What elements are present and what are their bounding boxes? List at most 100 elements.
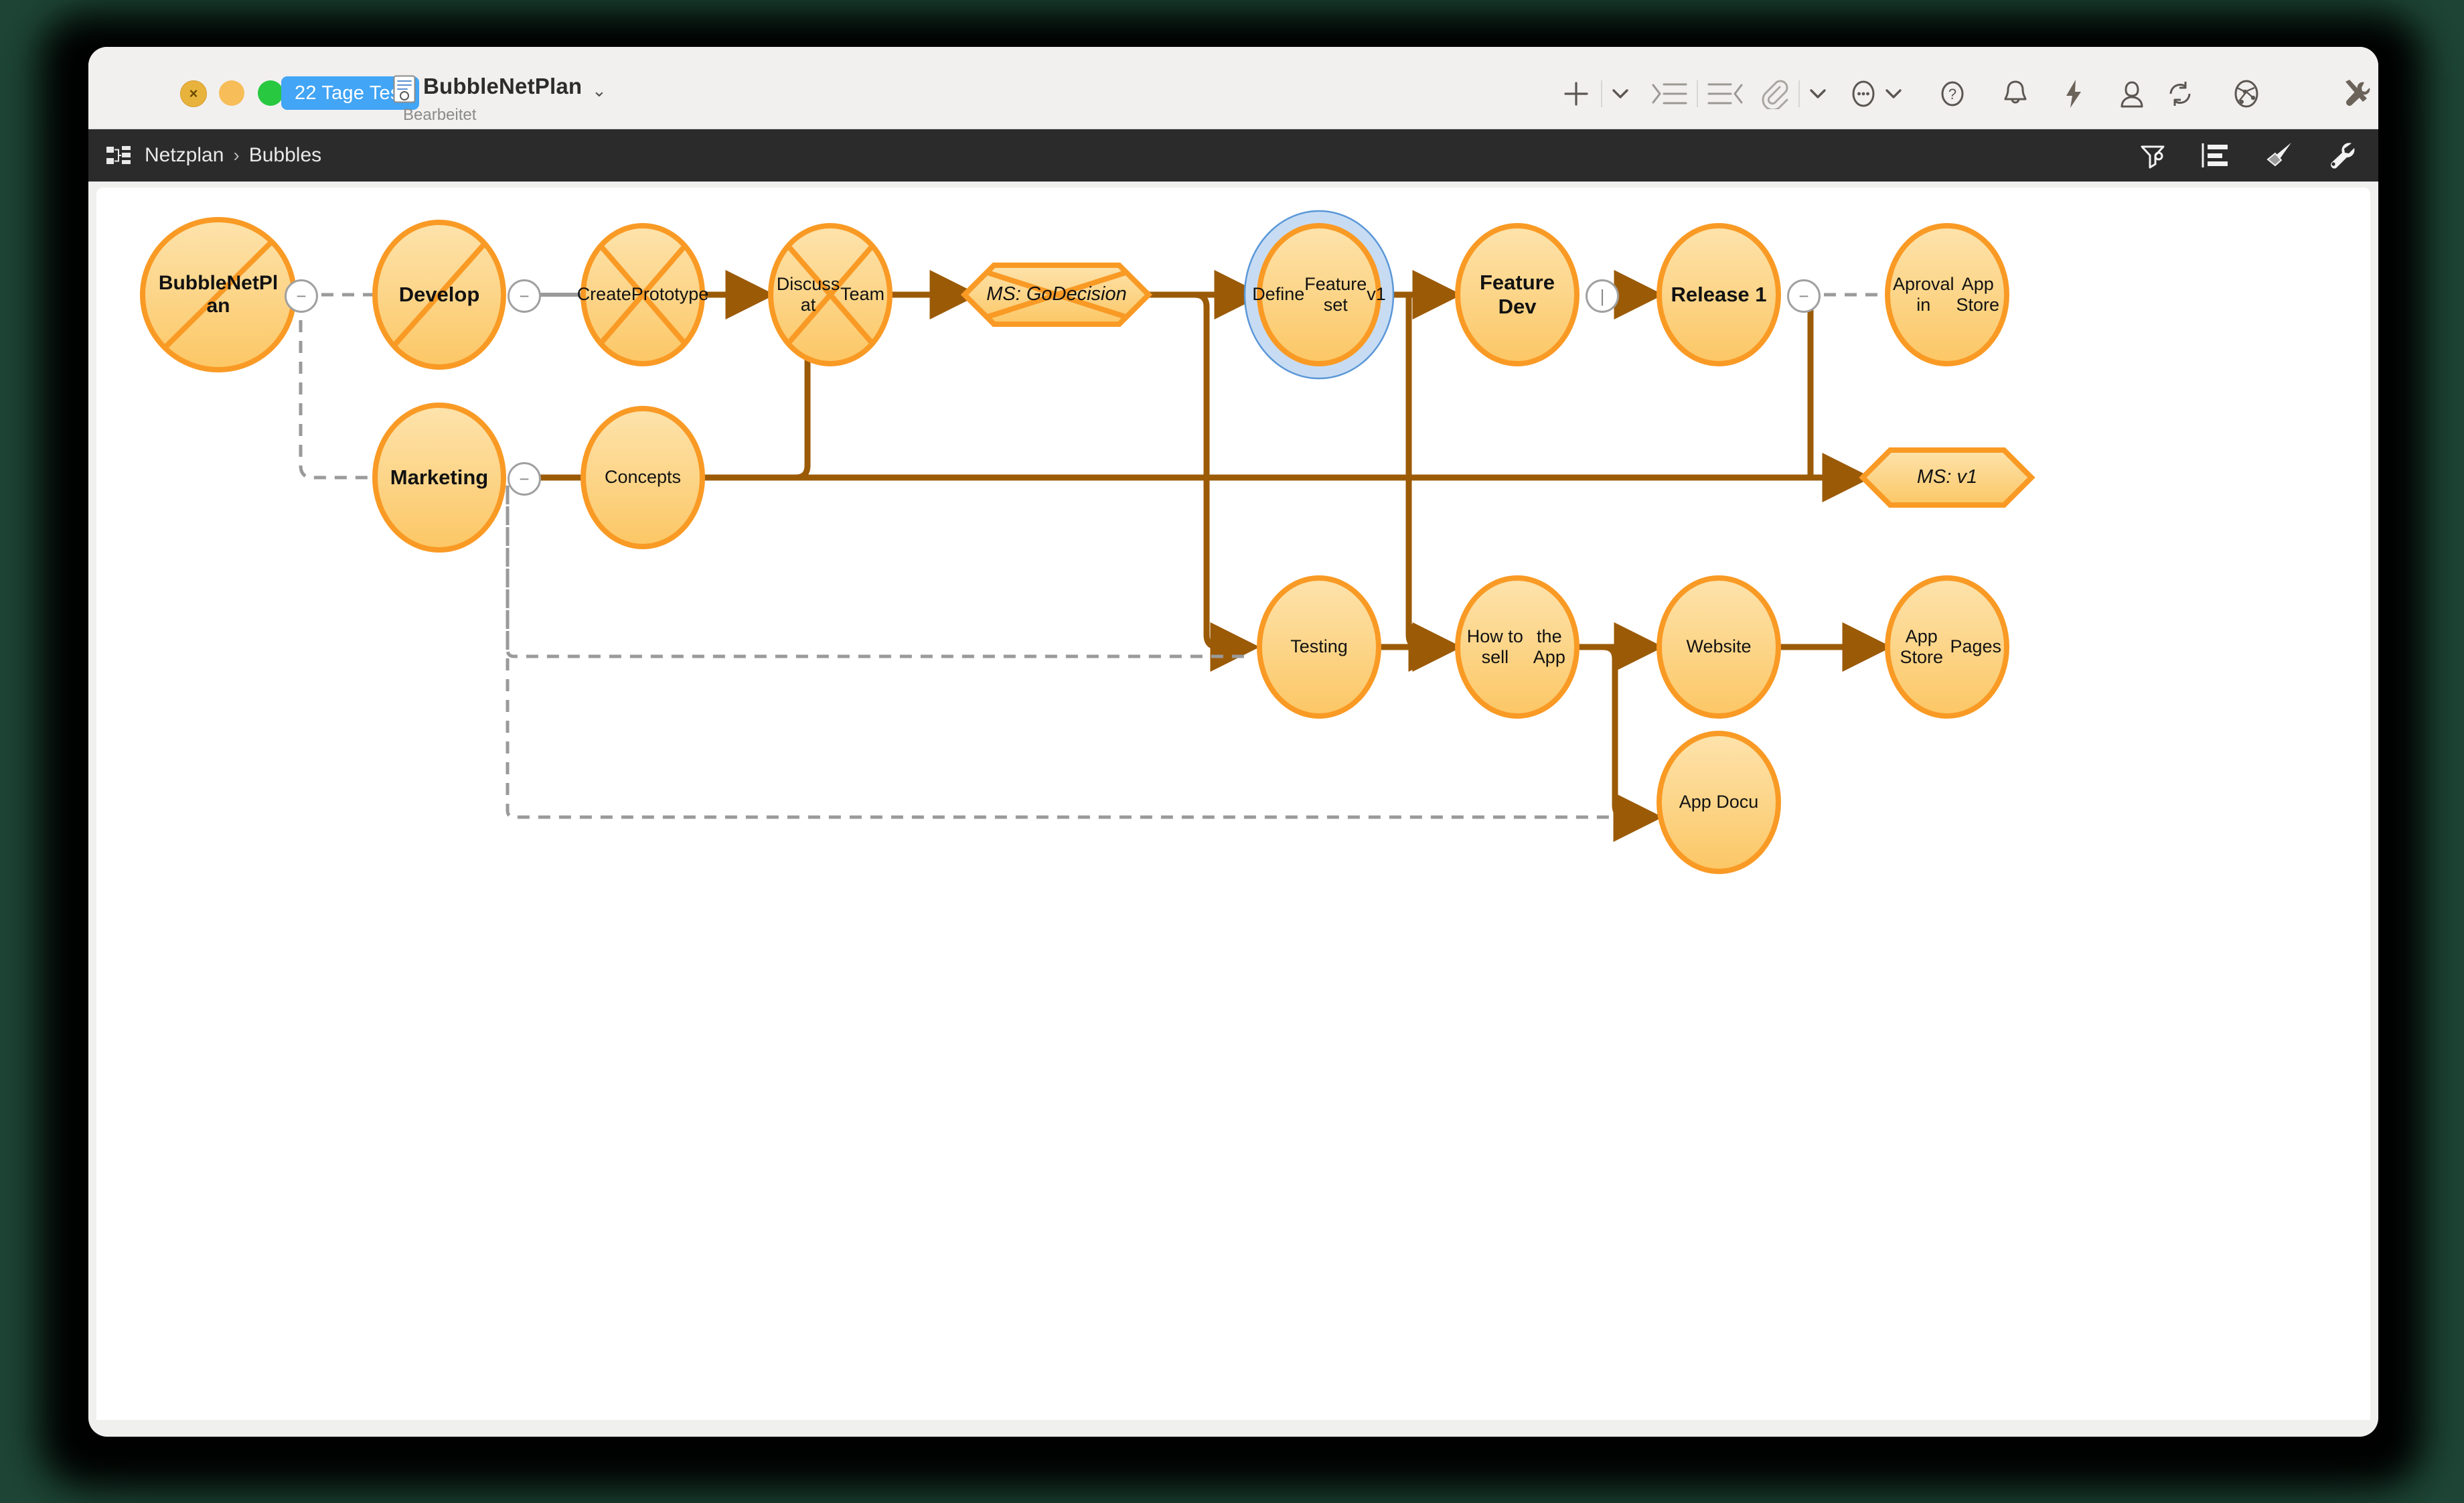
node-shape xyxy=(1885,223,2009,366)
user-icon[interactable] xyxy=(2117,78,2147,110)
indent-decrease-icon[interactable] xyxy=(1705,78,1746,109)
network-globe-icon[interactable] xyxy=(2231,77,2262,111)
window-zoom-button[interactable] xyxy=(258,80,283,106)
toolbar-group-sync xyxy=(2164,76,2262,111)
help-icon[interactable]: ? xyxy=(1936,78,1969,110)
badge-release-1-out[interactable]: − xyxy=(1787,279,1821,313)
diagram-node-label-wrap-app-docu: App Docu xyxy=(1659,733,1778,871)
badge-marketing-out[interactable]: − xyxy=(508,462,541,496)
flash-icon[interactable] xyxy=(2062,78,2085,110)
window-minimize-button[interactable] xyxy=(219,80,244,106)
close-icon: × xyxy=(189,85,198,102)
node-label: Marketing xyxy=(390,466,489,490)
toolbar-group-status: ? xyxy=(1936,76,2147,111)
toolbar-group-indent xyxy=(1648,76,1746,111)
toolbar-divider-1 xyxy=(1601,80,1602,107)
toolbar-group-more xyxy=(1846,76,1906,111)
node-shape xyxy=(1859,447,2035,508)
toolbar-group-attachment xyxy=(1756,76,1829,111)
diagram-node-concepts[interactable] xyxy=(581,406,705,549)
completed-cross-mark xyxy=(771,226,890,364)
node-label: Develop xyxy=(398,283,480,307)
document-status-label: Bearbeitet xyxy=(403,106,477,124)
diagram-node-label-wrap-testing: Testing xyxy=(1259,578,1379,716)
badge-bubblenetplan-out[interactable]: − xyxy=(285,279,318,313)
document-title-chevron-icon[interactable]: ⌄ xyxy=(592,80,607,100)
filter-funnel-icon[interactable] xyxy=(2137,140,2168,171)
attachment-icon[interactable] xyxy=(1756,78,1792,109)
toolbar-group-create xyxy=(1558,76,1632,111)
node-shape xyxy=(1257,223,1381,366)
node-label: Concepts xyxy=(604,467,682,488)
diagram-node-release-1[interactable] xyxy=(1657,223,1781,366)
node-shape xyxy=(1657,223,1781,366)
diagram-node-label-wrap-website: Website xyxy=(1659,578,1778,716)
window-titlebar: × 22 Tage Test BubbleNetPlan ⌄ Bearbeite… xyxy=(88,47,2378,129)
paint-brush-icon[interactable] xyxy=(2262,141,2294,170)
diagram-node-website[interactable] xyxy=(1657,575,1781,719)
add-icon[interactable] xyxy=(1558,78,1594,109)
diagram-node-marketing[interactable] xyxy=(372,403,506,553)
breadcrumb-root[interactable]: Netzplan xyxy=(145,144,224,166)
diagram-node-testing[interactable] xyxy=(1257,575,1381,719)
badge-develop-out[interactable]: − xyxy=(508,279,541,313)
node-shape xyxy=(1455,575,1580,719)
group-slash-mark xyxy=(143,220,294,370)
node-label: Release 1 xyxy=(1671,283,1767,307)
diagram-node-ms-go-decision[interactable] xyxy=(960,263,1153,327)
diagram-node-discuss-at-team[interactable] xyxy=(768,223,893,366)
connector-layer xyxy=(140,210,2035,874)
outline-list-icon[interactable] xyxy=(2199,141,2231,170)
diagram-node-label-wrap-marketing: Marketing xyxy=(375,405,504,550)
diagram-node-label-wrap-concepts: Concepts xyxy=(583,409,702,547)
wrench-settings-icon[interactable] xyxy=(2325,140,2356,171)
indent-increase-icon[interactable] xyxy=(1648,78,1690,109)
diagram-node-feature-dev[interactable] xyxy=(1455,223,1580,366)
svg-text:?: ? xyxy=(1948,86,1956,102)
app-window: × 22 Tage Test BubbleNetPlan ⌄ Bearbeite… xyxy=(88,47,2378,1437)
toolbar-divider-3 xyxy=(1798,80,1800,107)
diagram-node-ms-v1[interactable] xyxy=(1859,447,2035,508)
add-dropdown-chevron-icon[interactable] xyxy=(1609,88,1632,100)
breadcrumb-current[interactable]: Bubbles xyxy=(248,144,322,166)
node-shape xyxy=(581,406,705,549)
notifications-bell-icon[interactable] xyxy=(2001,78,2030,110)
diagram-node-label-wrap-ms-v1: MS: v1 xyxy=(1863,450,2031,505)
diagram-node-create-prototype[interactable] xyxy=(581,223,705,366)
node-label: App Docu xyxy=(1679,792,1759,812)
more-options-icon[interactable] xyxy=(1846,78,1881,109)
node-shape xyxy=(372,403,506,553)
diagram-node-label-wrap-release-1: Release 1 xyxy=(1659,226,1778,364)
diagram-node-define-feature-set[interactable] xyxy=(1243,210,1395,380)
badge-feature-dev-out[interactable]: | xyxy=(1586,279,1619,313)
node-shape xyxy=(1657,575,1781,719)
diagram-node-develop[interactable] xyxy=(372,220,506,370)
completed-cross-mark xyxy=(964,265,1149,324)
diagram-node-how-to-sell[interactable] xyxy=(1455,575,1580,719)
diagram-node-approval-app-store[interactable] xyxy=(1885,223,2009,366)
more-dropdown-chevron-icon[interactable] xyxy=(1881,88,1906,100)
breadcrumb-toolbar xyxy=(2137,129,2356,182)
window-close-button[interactable]: × xyxy=(180,80,207,107)
diagram-node-app-docu[interactable] xyxy=(1657,731,1781,874)
attachment-dropdown-chevron-icon[interactable] xyxy=(1806,88,1829,100)
breadcrumb-bar: Netzplan › Bubbles xyxy=(88,129,2378,182)
breadcrumb-separator-icon: › xyxy=(233,145,240,165)
node-label: BubbleNetPl an xyxy=(158,271,279,317)
tools-icon[interactable] xyxy=(2331,76,2378,111)
node-shape xyxy=(1455,223,1580,366)
sync-icon[interactable] xyxy=(2164,78,2196,110)
node-shape xyxy=(1257,575,1381,719)
diagram-node-app-store-pages[interactable] xyxy=(1885,575,2009,719)
node-label: MS: v1 xyxy=(1916,466,1978,488)
